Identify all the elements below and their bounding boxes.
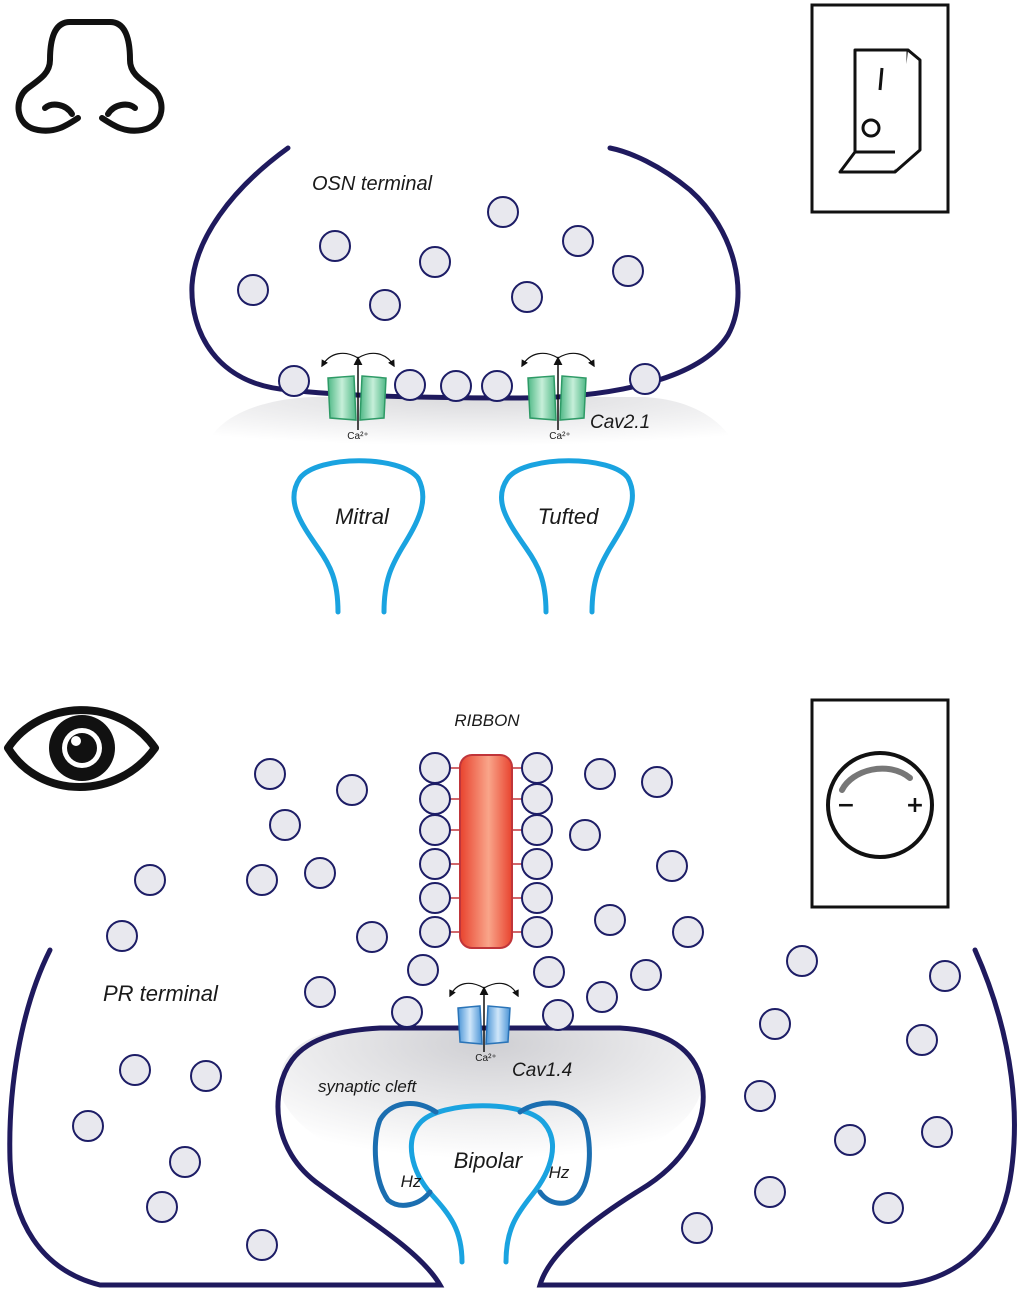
ca-ion-label-right: Ca²⁺: [549, 431, 570, 442]
switch-off-mark: [861, 118, 881, 138]
hz-right-label: Hz: [549, 1163, 570, 1182]
synaptic-cleft-label: synaptic cleft: [318, 1077, 418, 1096]
osn-vesicles: [237, 196, 661, 402]
eye-icon: [4, 706, 159, 791]
cav14-ca-label: Ca²⁺: [475, 1053, 496, 1064]
ca-ion-label-left: Ca²⁺: [347, 431, 368, 442]
mitral-cell-outline: [291, 458, 426, 615]
osn-terminal-outline: [189, 145, 741, 401]
cav21-label: Cav2.1: [590, 412, 650, 433]
switch-on-mark: [878, 67, 884, 91]
osn-terminal-label: OSN terminal: [312, 173, 433, 195]
hz-cell-left-outline: [372, 1101, 439, 1208]
pr-terminal-label: PR terminal: [103, 981, 219, 1006]
tufted-label: Tufted: [538, 504, 600, 529]
hz-left-label: Hz: [401, 1172, 422, 1191]
top-cleft-shade: [205, 396, 738, 458]
nose-icon: [15, 19, 165, 134]
pr-terminal-outline: [7, 947, 1017, 1288]
ribbon: [450, 754, 522, 949]
cav14-channel: Ca²⁺: [449, 982, 519, 1064]
on-off-switch-icon: [810, 3, 950, 214]
cav14-label: Cav1.4: [512, 1060, 572, 1081]
bipolar-cell-outline: [408, 1103, 555, 1265]
dimmer-dial-icon: − +: [810, 698, 950, 909]
cav21-channel-right: Ca²⁺: [521, 352, 595, 442]
mitral-label: Mitral: [335, 504, 390, 529]
pr-vesicles: [72, 752, 961, 1261]
hz-cell-right-outline: [517, 1100, 592, 1206]
bottom-panel: − + Bipolar Hz Hz: [4, 698, 1017, 1288]
dial-minus-label: −: [837, 793, 855, 818]
bipolar-label: Bipolar: [454, 1148, 524, 1173]
cav21-channel-left: Ca²⁺: [321, 352, 395, 442]
top-panel: Ca²⁺ Ca²⁺ OSN terminal Cav2.1 Mitral Tuf…: [15, 3, 950, 615]
dial-plus-label: +: [906, 793, 924, 818]
tufted-cell-outline: [498, 458, 635, 615]
ribbon-label: RIBBON: [454, 711, 520, 730]
